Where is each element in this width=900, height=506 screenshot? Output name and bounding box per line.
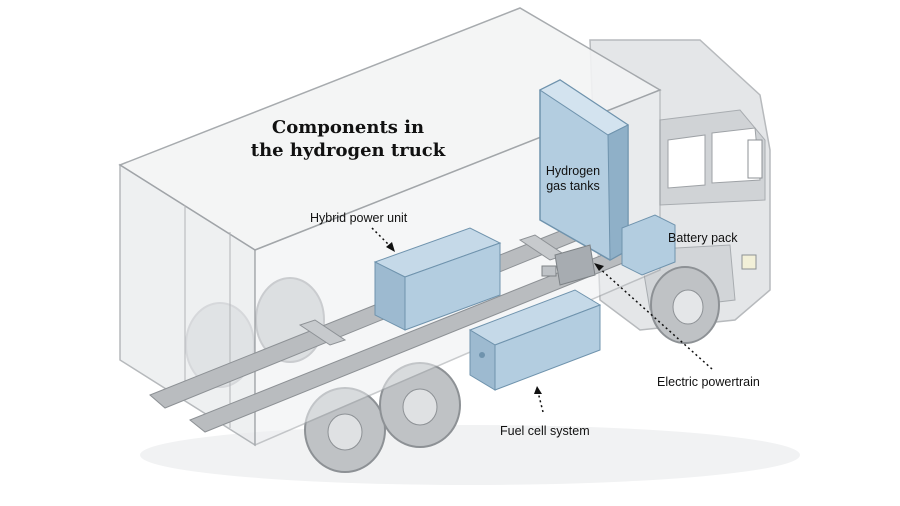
leader-lines [371,227,713,413]
ground-shadow [140,425,800,485]
battery-pack-shape [621,214,676,276]
label-hybrid-power-unit: Hybrid power unit [310,211,408,225]
headlight [741,254,757,270]
label-battery-pack: Battery pack [668,231,738,245]
fuel-cell-system-shape [468,289,602,391]
electric-powertrain-shape [541,244,596,286]
label-hydrogen-line: gas tanks [546,179,600,193]
front-wheel [650,266,720,344]
cab-window [667,134,706,189]
label-hydrogen-tanks: Hydrogen gas tanks [542,164,604,194]
leader-arrowheads [386,242,604,394]
title-line: Components in [271,117,425,138]
label-hydrogen-line: Hydrogen [545,164,601,178]
label-electric-powertrain: Electric powertrain [657,375,760,389]
leader-fuel-cell [537,391,544,413]
hybrid-power-unit-shape [373,227,502,331]
hydrogen-tanks-shape [539,79,629,261]
leader-powertrain [597,266,713,370]
label-fuel-cell-system: Fuel cell system [500,424,590,438]
diagram-title: Components in the hydrogen truck [243,117,453,162]
title-line: the hydrogen truck [250,139,446,161]
side-mirror [747,139,763,179]
